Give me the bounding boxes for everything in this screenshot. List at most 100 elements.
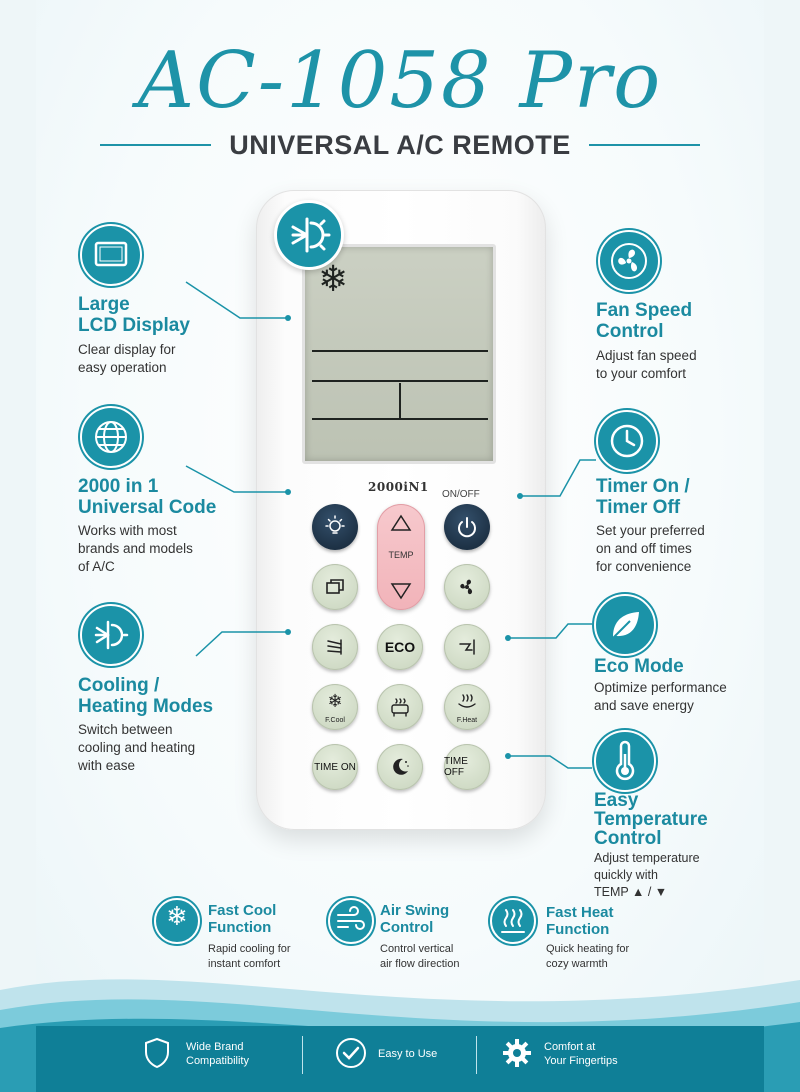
time-on-label: TIME ON — [314, 761, 356, 773]
divider-left — [100, 144, 212, 146]
right-frame — [764, 0, 800, 1092]
temp-feature-desc-1: Adjust temperature — [594, 851, 700, 865]
fast-cool-title-2: Function — [208, 919, 272, 936]
fan-feature-desc-1: Adjust fan speed — [596, 348, 697, 363]
shield-icon — [145, 1037, 169, 1069]
eco-feature-desc-1: Optimize performance — [594, 680, 727, 695]
footer-comfort-line-2: Your Fingertips — [544, 1055, 618, 1067]
windows-icon — [326, 579, 344, 594]
fan-feature-title-2: Control — [596, 321, 664, 342]
fheat-label: F.Heat — [456, 717, 478, 724]
fast-heat-desc-2: cozy warmth — [546, 958, 608, 970]
fast-cool-desc-1: Rapid cooling for — [208, 943, 291, 955]
universal-feature-title-2: Universal Code — [78, 497, 217, 518]
lcd-feature-title-2: LCD Display — [78, 315, 190, 336]
swing-icon — [327, 639, 342, 655]
temp-feature-title-3: Control — [594, 828, 662, 849]
globe-feature-icon — [80, 406, 142, 468]
footer-comfort-line-1: Comfort at — [544, 1041, 596, 1053]
footer-brand-line-2: Compatibility — [186, 1055, 249, 1067]
product-title: AC-1058 Pro — [137, 36, 663, 126]
fast-heat-desc-1: Quick heating for — [546, 943, 630, 955]
air-swing-title-2: Control — [380, 919, 434, 936]
bulb-icon — [325, 515, 345, 534]
modes-feature-desc-2: cooling and heating — [78, 740, 196, 755]
subtitle-row: UNIVERSAL A/C REMOTE — [100, 128, 700, 162]
fan-feature-desc-2: to your comfort — [596, 366, 687, 381]
fast-cool-desc-2: instant comfort — [208, 958, 281, 970]
moon-icon — [393, 758, 409, 775]
fan-feature-icon — [598, 230, 660, 292]
product-subtitle: UNIVERSAL A/C REMOTE — [229, 129, 571, 160]
lcd-segment-line — [312, 380, 488, 382]
light-button[interactable] — [312, 504, 358, 550]
check-circle-icon — [336, 1038, 366, 1068]
universal-feature-desc-2: brands and models — [78, 541, 193, 556]
power-button[interactable] — [444, 504, 490, 550]
time-off-button[interactable]: TIME OFF — [444, 744, 490, 790]
lcd-feature-desc-1: Clear display for — [78, 342, 176, 357]
fast-heat-button[interactable]: F.Heat — [444, 684, 490, 730]
fast-heat-title-2: Function — [546, 921, 610, 938]
lcd-segment-line — [312, 418, 488, 420]
fast-cool-button[interactable]: ❄ F.Cool — [312, 684, 358, 730]
heat-icon — [458, 694, 476, 708]
left-frame — [0, 0, 36, 1092]
onoff-label: ON/OFF — [442, 489, 480, 500]
universal-feature-desc-1: Works with most — [78, 523, 177, 538]
clock-feature-icon — [596, 410, 658, 472]
universal-feature-title-1: 2000 in 1 — [78, 476, 159, 497]
temp-arrows-icon — [390, 514, 412, 600]
divider-right — [588, 144, 700, 146]
footer-bar — [36, 1026, 764, 1092]
temp-rocker-button[interactable] — [377, 504, 425, 610]
time-on-button[interactable]: TIME ON — [312, 744, 358, 790]
mode-button[interactable] — [312, 564, 358, 610]
timer-feature-desc-2: on and off times — [596, 541, 692, 556]
snowflake-icon: ❄ — [327, 691, 343, 712]
timer-feature-title-2: Timer Off — [596, 497, 681, 518]
lcd-feature-desc-2: easy operation — [78, 360, 167, 375]
time-off-label: TIME OFF — [444, 756, 468, 778]
fast-cool-title-1: Fast Cool — [208, 902, 277, 919]
air-direction-icon — [459, 639, 475, 655]
temp-feature-desc-3: TEMP ▲ / ▼ — [594, 885, 668, 899]
swing-button[interactable] — [312, 624, 358, 670]
lcd-segment-line — [312, 350, 488, 352]
air-swing-desc-1: Control vertical — [380, 943, 454, 955]
modes-feature-desc-3: with ease — [78, 758, 136, 773]
fast-cool-feature-icon: ❄ — [154, 898, 200, 944]
footer-brand-line-1: Wide Brand — [186, 1041, 244, 1053]
temp-feature-title-1: Easy — [594, 790, 639, 811]
timer-feature-title-1: Timer On / — [596, 476, 690, 497]
monitor-feature-icon — [80, 224, 142, 286]
eco-label: ECO — [384, 639, 416, 655]
lcd-segment-divider — [399, 383, 401, 419]
temp-label: TEMP — [388, 550, 414, 560]
eco-button[interactable]: ECO — [377, 624, 423, 670]
modes-feature-title-2: Heating Modes — [78, 696, 214, 717]
fan-button[interactable] — [444, 564, 490, 610]
modes-feature-title-1: Cooling / — [78, 675, 160, 696]
modes-feature-desc-1: Switch between — [78, 722, 173, 737]
eco-feature-title: Eco Mode — [594, 656, 684, 677]
lcd-screen — [302, 244, 496, 464]
air-direction-button[interactable] — [444, 624, 490, 670]
heater-button[interactable] — [377, 684, 423, 730]
sleep-button[interactable] — [377, 744, 423, 790]
remote-brand: 2000iN1 — [368, 480, 429, 494]
lcd-snowflake-icon: ❄ — [318, 259, 349, 300]
eco-feature-desc-2: and save energy — [594, 698, 694, 713]
heat-feature-icon — [490, 898, 536, 944]
lcd-feature-title-1: Large — [78, 294, 130, 315]
fan-icon — [460, 579, 473, 595]
timer-feature-desc-1: Set your preferred — [596, 523, 705, 538]
fan-feature-title-1: Fan Speed — [596, 300, 693, 321]
air-swing-desc-2: air flow direction — [380, 958, 460, 970]
gear-icon — [503, 1039, 531, 1067]
snow-sun-badge-icon — [274, 200, 344, 270]
footer-separator — [476, 1036, 477, 1074]
footer-easy-line-1: Easy to Use — [378, 1048, 438, 1060]
heater-icon — [391, 698, 409, 717]
